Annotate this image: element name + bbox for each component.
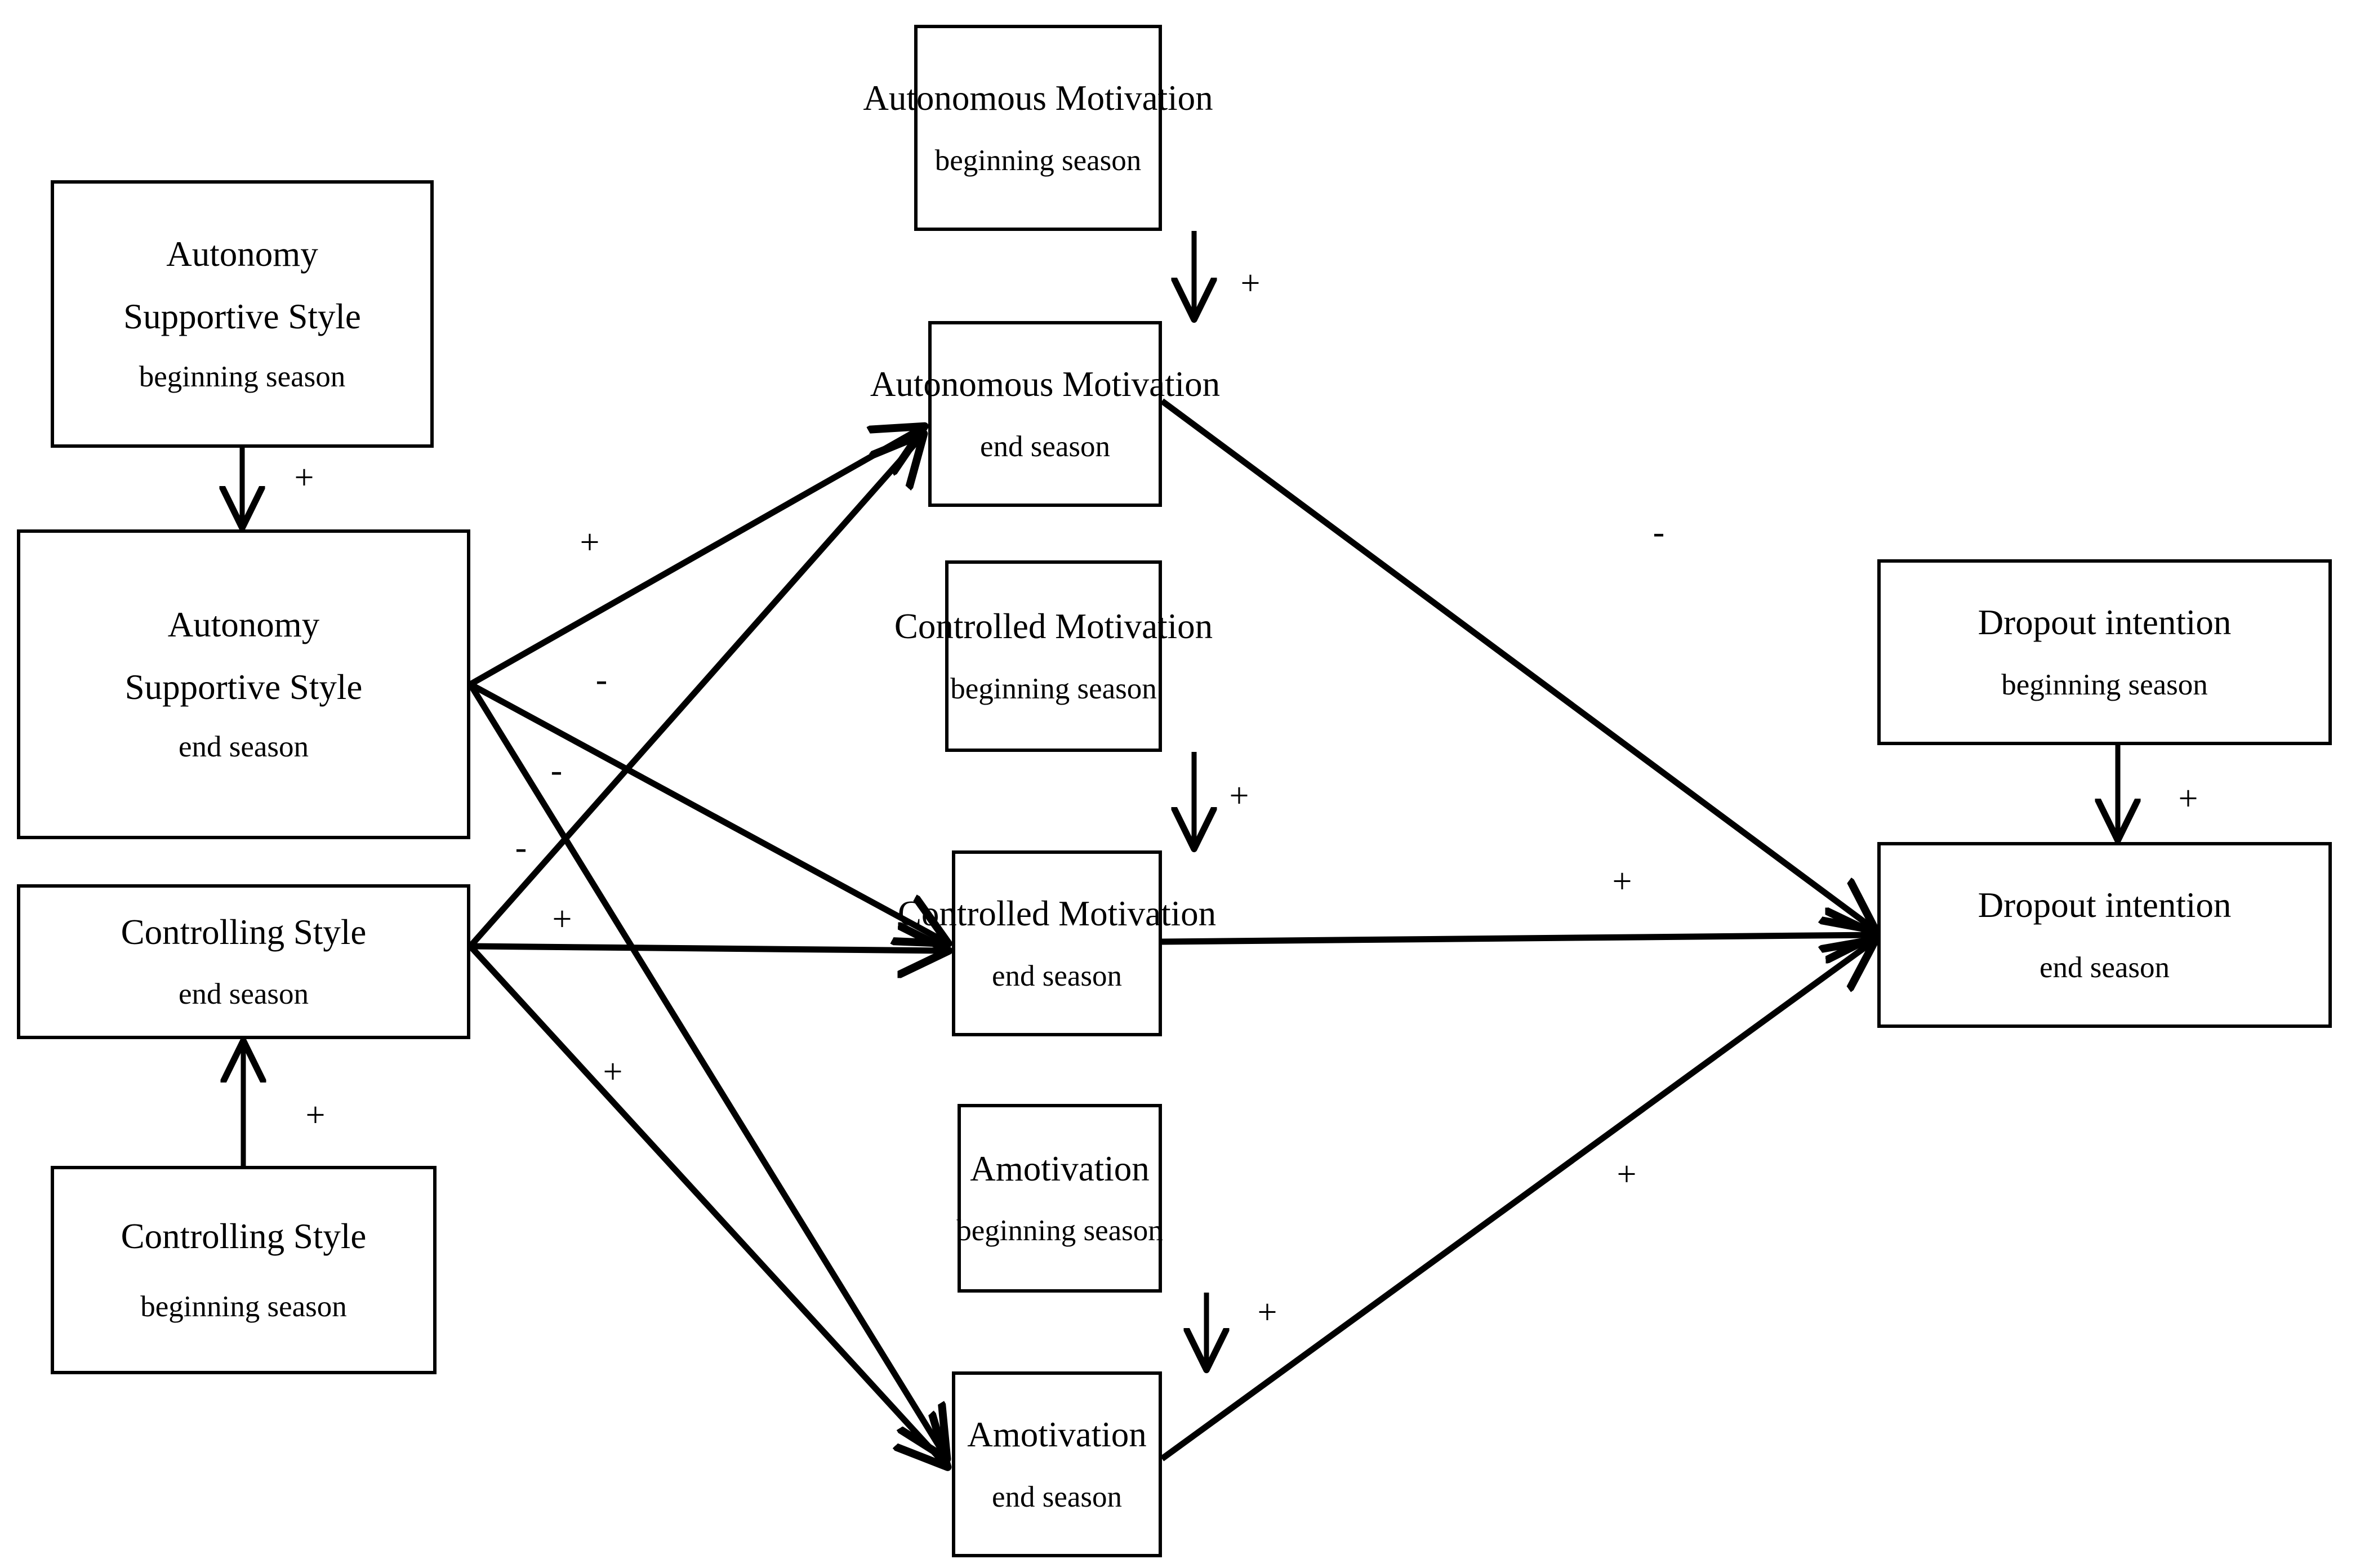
node-subtitle: end season xyxy=(2039,951,2170,984)
edge-sign-ass-end-am-end: + xyxy=(580,523,600,562)
node-title: Dropout intention xyxy=(1978,885,2232,925)
edge-sign-amot-begin-amot-end: + xyxy=(1257,1293,1277,1331)
edge-amot-end-to-di-end xyxy=(1160,942,1873,1462)
edge-ass-end-to-amot-end xyxy=(467,683,945,1456)
node-dropout-intention-beginning[interactable]: Dropout intention beginning season xyxy=(1877,559,2332,745)
node-autonomous-motivation-end[interactable]: Autonomous Motivation end season xyxy=(870,321,1220,507)
node-controlling-style-beginning[interactable]: Controlling Style beginning season xyxy=(51,1166,437,1374)
edge-sign-ass-end-amot-end: - xyxy=(550,751,563,790)
edge-cm-end-to-di-end xyxy=(1161,935,1873,942)
edge-sign-cs-end-cm-end: + xyxy=(552,900,572,938)
node-autonomy-supportive-style-beginning[interactable]: Autonomy Supportive Style beginning seas… xyxy=(51,180,434,448)
node-dropout-intention-end[interactable]: Dropout intention end season xyxy=(1877,842,2332,1028)
edge-sign-ass-begin-ass-end: + xyxy=(294,458,314,497)
node-title: Autonomy xyxy=(166,234,318,274)
edge-cs-end-to-am-end xyxy=(467,436,921,948)
node-title: Amotivation xyxy=(967,1415,1147,1455)
edge-sign-cs-end-amot-end: + xyxy=(603,1053,623,1091)
edge-ass-end-to-am-end xyxy=(469,428,921,687)
edge-sign-cs-end-am-end: - xyxy=(515,828,527,867)
node-title-line2: Supportive Style xyxy=(124,667,363,707)
node-subtitle: end season xyxy=(991,1480,1123,1513)
edge-am-end-to-di-end xyxy=(1160,398,1873,928)
edge-sign-ass-end-cm-end: - xyxy=(595,661,608,699)
node-controlled-motivation-end[interactable]: Controlled Motivation end season xyxy=(898,850,1216,1036)
edge-sign-cm-end-di-end: + xyxy=(1612,862,1632,901)
edge-sign-am-end-di-end: - xyxy=(1653,513,1665,551)
edge-sign-cs-begin-cs-end: + xyxy=(305,1096,326,1134)
edge-cs-end-to-cm-end xyxy=(470,946,945,951)
edge-sign-amot-end-di-end: + xyxy=(1617,1155,1637,1193)
node-subtitle: beginning season xyxy=(934,144,1142,177)
node-title-line2: Supportive Style xyxy=(123,297,361,337)
node-title: Dropout intention xyxy=(1978,603,2232,643)
node-subtitle: beginning season xyxy=(2001,668,2208,701)
edge-sign-cm-begin-cm-end: + xyxy=(1229,777,1249,815)
node-title: Autonomy xyxy=(167,604,320,644)
node-autonomous-motivation-beginning[interactable]: Autonomous Motivation beginning season xyxy=(863,25,1213,231)
node-title: Controlled Motivation xyxy=(897,894,1217,934)
node-subtitle: beginning season xyxy=(956,1214,1163,1247)
node-title: Amotivation xyxy=(970,1148,1150,1188)
node-title: Autonomous Motivation xyxy=(863,78,1213,118)
node-controlled-motivation-beginning[interactable]: Controlled Motivation beginning season xyxy=(894,560,1213,752)
node-autonomy-supportive-style-end[interactable]: Autonomy Supportive Style end season xyxy=(17,529,470,839)
edge-sign-am-begin-am-end: + xyxy=(1240,264,1261,302)
node-amotivation-end[interactable]: Amotivation end season xyxy=(952,1371,1162,1557)
node-subtitle: end season xyxy=(991,959,1123,992)
edge-sign-di-begin-di-end: + xyxy=(2178,779,2198,818)
node-subtitle: beginning season xyxy=(140,1290,347,1323)
node-title: Controlling Style xyxy=(121,1217,367,1257)
node-subtitle: beginning season xyxy=(950,672,1157,705)
node-title: Autonomous Motivation xyxy=(870,364,1221,404)
node-subtitle: end season xyxy=(178,978,309,1010)
node-title: Controlled Motivation xyxy=(894,607,1213,647)
edge-cs-end-to-amot-end xyxy=(467,944,945,1464)
edge-ass-end-to-cm-end xyxy=(469,681,945,942)
node-amotivation-beginning[interactable]: Amotivation beginning season xyxy=(956,1104,1163,1293)
node-subtitle: end season xyxy=(979,430,1111,463)
node-subtitle: beginning season xyxy=(139,360,346,393)
node-title: Controlling Style xyxy=(121,912,367,952)
node-controlling-style-end[interactable]: Controlling Style end season xyxy=(17,884,470,1039)
node-subtitle: end season xyxy=(178,730,309,764)
